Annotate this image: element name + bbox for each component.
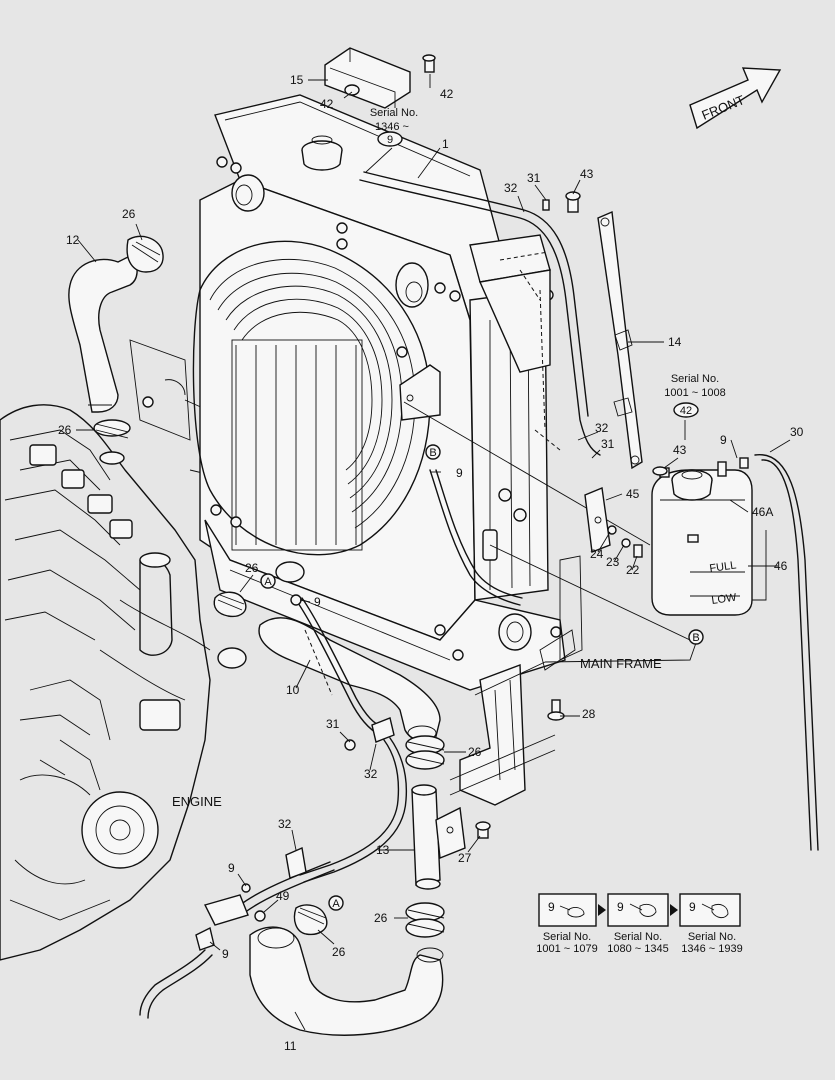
hose-11-drawing <box>139 846 444 1036</box>
variant-boxes-drawing <box>538 893 741 927</box>
callout-46a: 46A <box>752 505 773 519</box>
callout-9-a: 9 <box>720 433 727 447</box>
radiator-assembly <box>192 94 691 691</box>
hose-12-drawing <box>68 235 164 465</box>
callout-11: 11 <box>284 1039 297 1053</box>
main-frame-label: MAIN FRAME <box>580 656 662 671</box>
serial-note-right-line2: 1001 ~ 1008 <box>664 387 725 399</box>
callout-9-e: 9 <box>222 947 229 961</box>
engine-label: ENGINE <box>172 794 222 809</box>
hose-10-drawing <box>213 591 441 883</box>
callout-49: 49 <box>276 889 290 903</box>
marker-a-lower: A <box>332 898 340 910</box>
tank-full-label: FULL <box>709 559 737 575</box>
callout-32-a: 32 <box>504 181 518 195</box>
serial-note-top-line1: Serial No. <box>370 107 418 119</box>
callout-32-c: 32 <box>364 767 378 781</box>
engine-block-drawing <box>0 339 247 961</box>
main-frame-bracket-drawing <box>449 555 583 806</box>
pipe-13-drawing <box>405 735 491 938</box>
serial-note-top-line2: 1346 ~ <box>375 121 409 133</box>
callout-26-e: 26 <box>332 945 346 959</box>
bracket-15-drawing <box>324 47 436 109</box>
callout-26-d: 26 <box>468 745 482 759</box>
callout-26-a: 26 <box>122 207 136 221</box>
callout-22: 22 <box>626 563 640 577</box>
callout-32-d: 32 <box>278 817 292 831</box>
callout-31-b: 31 <box>601 437 615 451</box>
variant-2-part: 9 <box>617 900 624 914</box>
variant-3-part: 9 <box>689 900 696 914</box>
variant-1-line1: Serial No. <box>543 931 591 943</box>
callout-31-c: 31 <box>326 717 340 731</box>
variant-3-line2: 1346 ~ 1939 <box>681 943 742 955</box>
callout-43-b: 43 <box>673 443 687 457</box>
callout-42-b: 42 <box>440 87 454 101</box>
tank-low-label: LOW <box>711 592 738 607</box>
variant-1-part: 9 <box>548 900 555 914</box>
callout-15: 15 <box>290 73 304 87</box>
serial-note-top-circled: 9 <box>387 134 393 146</box>
variant-2-line1: Serial No. <box>614 931 662 943</box>
variant-1-line2: 1001 ~ 1079 <box>536 943 597 955</box>
callout-27: 27 <box>458 851 472 865</box>
variant-2-line2: 1080 ~ 1345 <box>607 943 668 955</box>
callout-9-b: 9 <box>456 466 463 480</box>
callout-26-b: 26 <box>58 423 72 437</box>
serial-note-right-line1: Serial No. <box>671 373 719 385</box>
callout-9-c: 9 <box>314 595 321 609</box>
callout-32-b: 32 <box>595 421 609 435</box>
stay-rod-14-drawing <box>542 191 643 470</box>
callout-26-c: 26 <box>245 561 259 575</box>
callout-24: 24 <box>590 547 604 561</box>
callout-13: 13 <box>376 843 390 857</box>
callout-9-d: 9 <box>228 861 235 875</box>
callout-43-a: 43 <box>580 167 594 181</box>
callout-26-f: 26 <box>374 911 388 925</box>
callout-28: 28 <box>582 707 596 721</box>
section-markers <box>260 131 704 911</box>
front-arrow-icon <box>689 67 782 130</box>
callout-23: 23 <box>606 555 620 569</box>
callout-14: 14 <box>668 335 682 349</box>
callout-1: 1 <box>442 137 449 151</box>
marker-b-lower: B <box>692 632 699 644</box>
callout-31-a: 31 <box>527 171 541 185</box>
marker-b-upper: B <box>429 447 436 459</box>
callout-46: 46 <box>774 559 788 573</box>
callout-45: 45 <box>626 487 640 501</box>
variant-3-line1: Serial No. <box>688 931 736 943</box>
marker-a-upper: A <box>264 576 272 588</box>
callout-10: 10 <box>286 683 300 697</box>
callout-42-a: 42 <box>320 97 334 111</box>
front-label: FRONT <box>700 92 747 123</box>
reservoir-tank-46-drawing <box>584 454 819 851</box>
callout-12: 12 <box>66 233 80 247</box>
leader-lines <box>76 74 791 1031</box>
callout-30: 30 <box>790 425 804 439</box>
serial-note-right-circled: 42 <box>680 405 692 417</box>
